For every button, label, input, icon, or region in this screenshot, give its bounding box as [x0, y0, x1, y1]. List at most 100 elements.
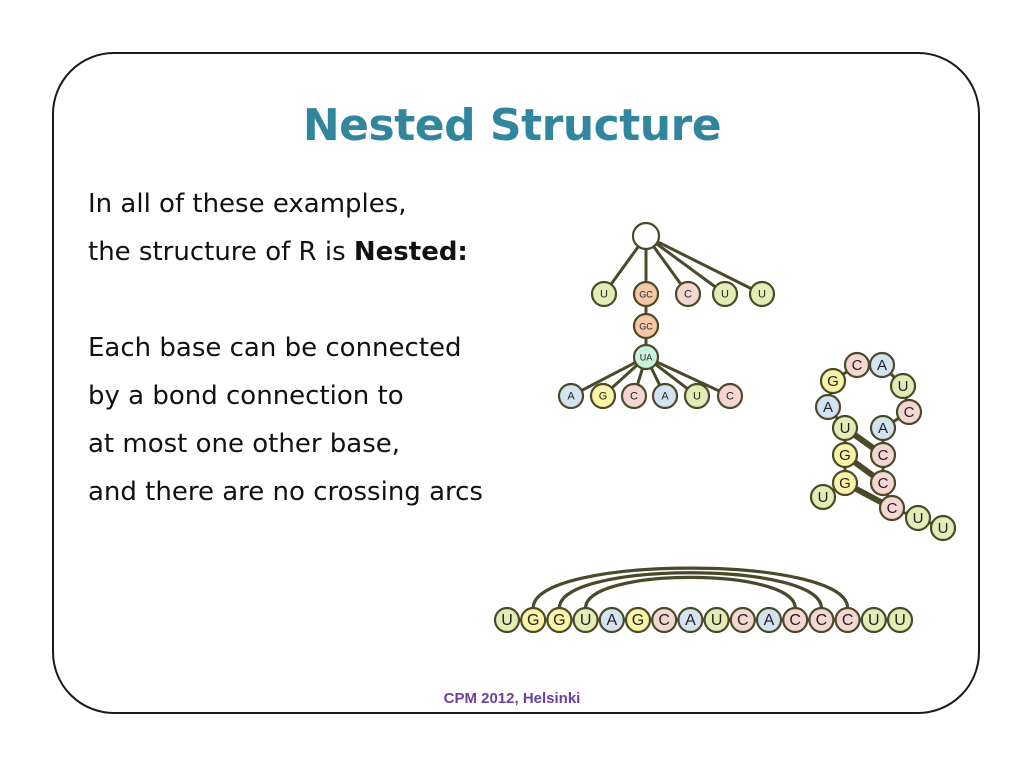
arc-bond [584, 575, 797, 610]
hairpin-base-label: C [904, 404, 915, 421]
arc-base: G [624, 606, 652, 634]
arc-base-circle [677, 606, 704, 634]
hairpin-base: C [878, 494, 906, 522]
arc-base-label: A [606, 612, 617, 629]
tree-stem-node-label: GC [639, 322, 653, 332]
hairpin-base-circle [831, 414, 859, 442]
arc-base: C [782, 606, 809, 634]
hairpin-base: U [904, 504, 932, 532]
arc-base-circle [624, 606, 652, 634]
tree-leaf-node-label: C [726, 391, 734, 403]
tree-child-node: C [674, 280, 702, 308]
tree-leaf-node-label: C [630, 391, 638, 403]
arc-base: C [651, 606, 678, 634]
hairpin-base-label: C [878, 475, 889, 492]
tree-leaf-node-label: G [599, 391, 608, 403]
hairpin-base: G [831, 441, 859, 469]
arc-base-circle [520, 606, 547, 634]
hairpin-base: A [868, 351, 896, 379]
arc-base: C [729, 606, 756, 634]
hairpin-base-label: A [878, 420, 888, 437]
text-line-6: and there are no crossing arcs [88, 477, 483, 507]
hairpin-base-label: G [839, 447, 851, 464]
tree-leaf-node-circle [589, 382, 617, 410]
tree-child-node-circle [632, 280, 660, 308]
tree-leaf-node-circle [557, 382, 585, 410]
tree-stem-node-circle [632, 312, 660, 340]
arc-base-label: C [737, 612, 749, 629]
tree-stem-node: UA [632, 343, 660, 371]
tree-leaf-node-label: A [661, 391, 669, 403]
tree-edge [644, 355, 732, 398]
hairpin-base-label: A [823, 399, 833, 416]
arc-base-label: A [764, 612, 775, 629]
hairpin-base-circle [809, 483, 837, 511]
tree-leaf-node-circle [651, 382, 679, 410]
arc-base-circle [808, 606, 835, 634]
hairpin-base-circle [889, 372, 917, 400]
hairpin-base: C [869, 441, 897, 469]
tree-child-node: GC [632, 280, 660, 308]
hairpin-base-label: G [839, 475, 851, 492]
hairpin-base-label: U [938, 520, 949, 537]
hairpin-base-circle [814, 393, 842, 421]
arc-base-circle [886, 606, 914, 634]
arc-base: U [860, 606, 887, 634]
tree-stem-node: GC [632, 312, 660, 340]
hairpin-base-label: C [887, 500, 898, 517]
tree-child-node-label: U [600, 289, 608, 301]
tree-leaf-node: C [716, 382, 744, 410]
footer: CPM 2012, Helsinki [443, 690, 581, 707]
hairpin-base-circle [929, 514, 957, 542]
arc-base-circle [651, 606, 678, 634]
arc-base-label: C [816, 612, 828, 629]
tree-child-node-label: U [758, 289, 766, 301]
arc-base-label: A [685, 612, 696, 629]
tree-leaf-node: A [557, 382, 585, 410]
tree-leaf-node-circle [716, 382, 744, 410]
arc-base-label: G [553, 612, 565, 629]
hairpin-base-circle [904, 504, 932, 532]
hairpin-base-circle [831, 441, 859, 469]
arc-base: U [886, 606, 914, 634]
tree-leaf-node-circle [683, 382, 711, 410]
tree-stem-node-label: UA [640, 353, 653, 363]
tree-child-node-circle [590, 280, 618, 308]
hairpin-base-circle [869, 469, 897, 497]
hairpin-base-label: C [852, 357, 863, 374]
arc-bond [557, 571, 823, 610]
hairpin-base-label: A [877, 357, 887, 374]
arc-base: A [677, 606, 704, 634]
tree-leaf-node: U [683, 382, 711, 410]
hairpin-base: U [929, 514, 957, 542]
arc-base-circle [834, 606, 861, 634]
hairpin-base: U [831, 414, 859, 442]
hairpin-base-circle [831, 469, 859, 497]
text-line-5: at most one other base, [88, 429, 401, 459]
text-line-2: the structure of R is Nested: [88, 228, 483, 276]
arc-base: C [834, 606, 861, 634]
arc-base-circle [703, 606, 730, 634]
arc-base: U [493, 606, 521, 634]
hairpin-base: G [831, 469, 859, 497]
hairpin-base-circle [895, 398, 923, 426]
tree-child-node-circle [711, 280, 739, 308]
arc-base-label: C [789, 612, 801, 629]
hairpin-base: C [843, 351, 871, 379]
tree-edge [644, 234, 764, 296]
tree-child-node-label: C [684, 289, 692, 301]
text-line-1: In all of these examples, [88, 189, 407, 219]
arc-base: U [572, 606, 599, 634]
arc-base-label: U [501, 612, 513, 629]
text-line-2-plain: the structure of R is [88, 237, 354, 267]
hairpin-base-label: G [827, 373, 839, 390]
tree-child-node: U [748, 280, 776, 308]
hairpin-base-label: C [878, 447, 889, 464]
hairpin-base-label: U [818, 489, 829, 506]
tree-child-node-label: U [721, 289, 729, 301]
arc-base-label: G [527, 612, 539, 629]
arc-base-circle [546, 606, 573, 634]
